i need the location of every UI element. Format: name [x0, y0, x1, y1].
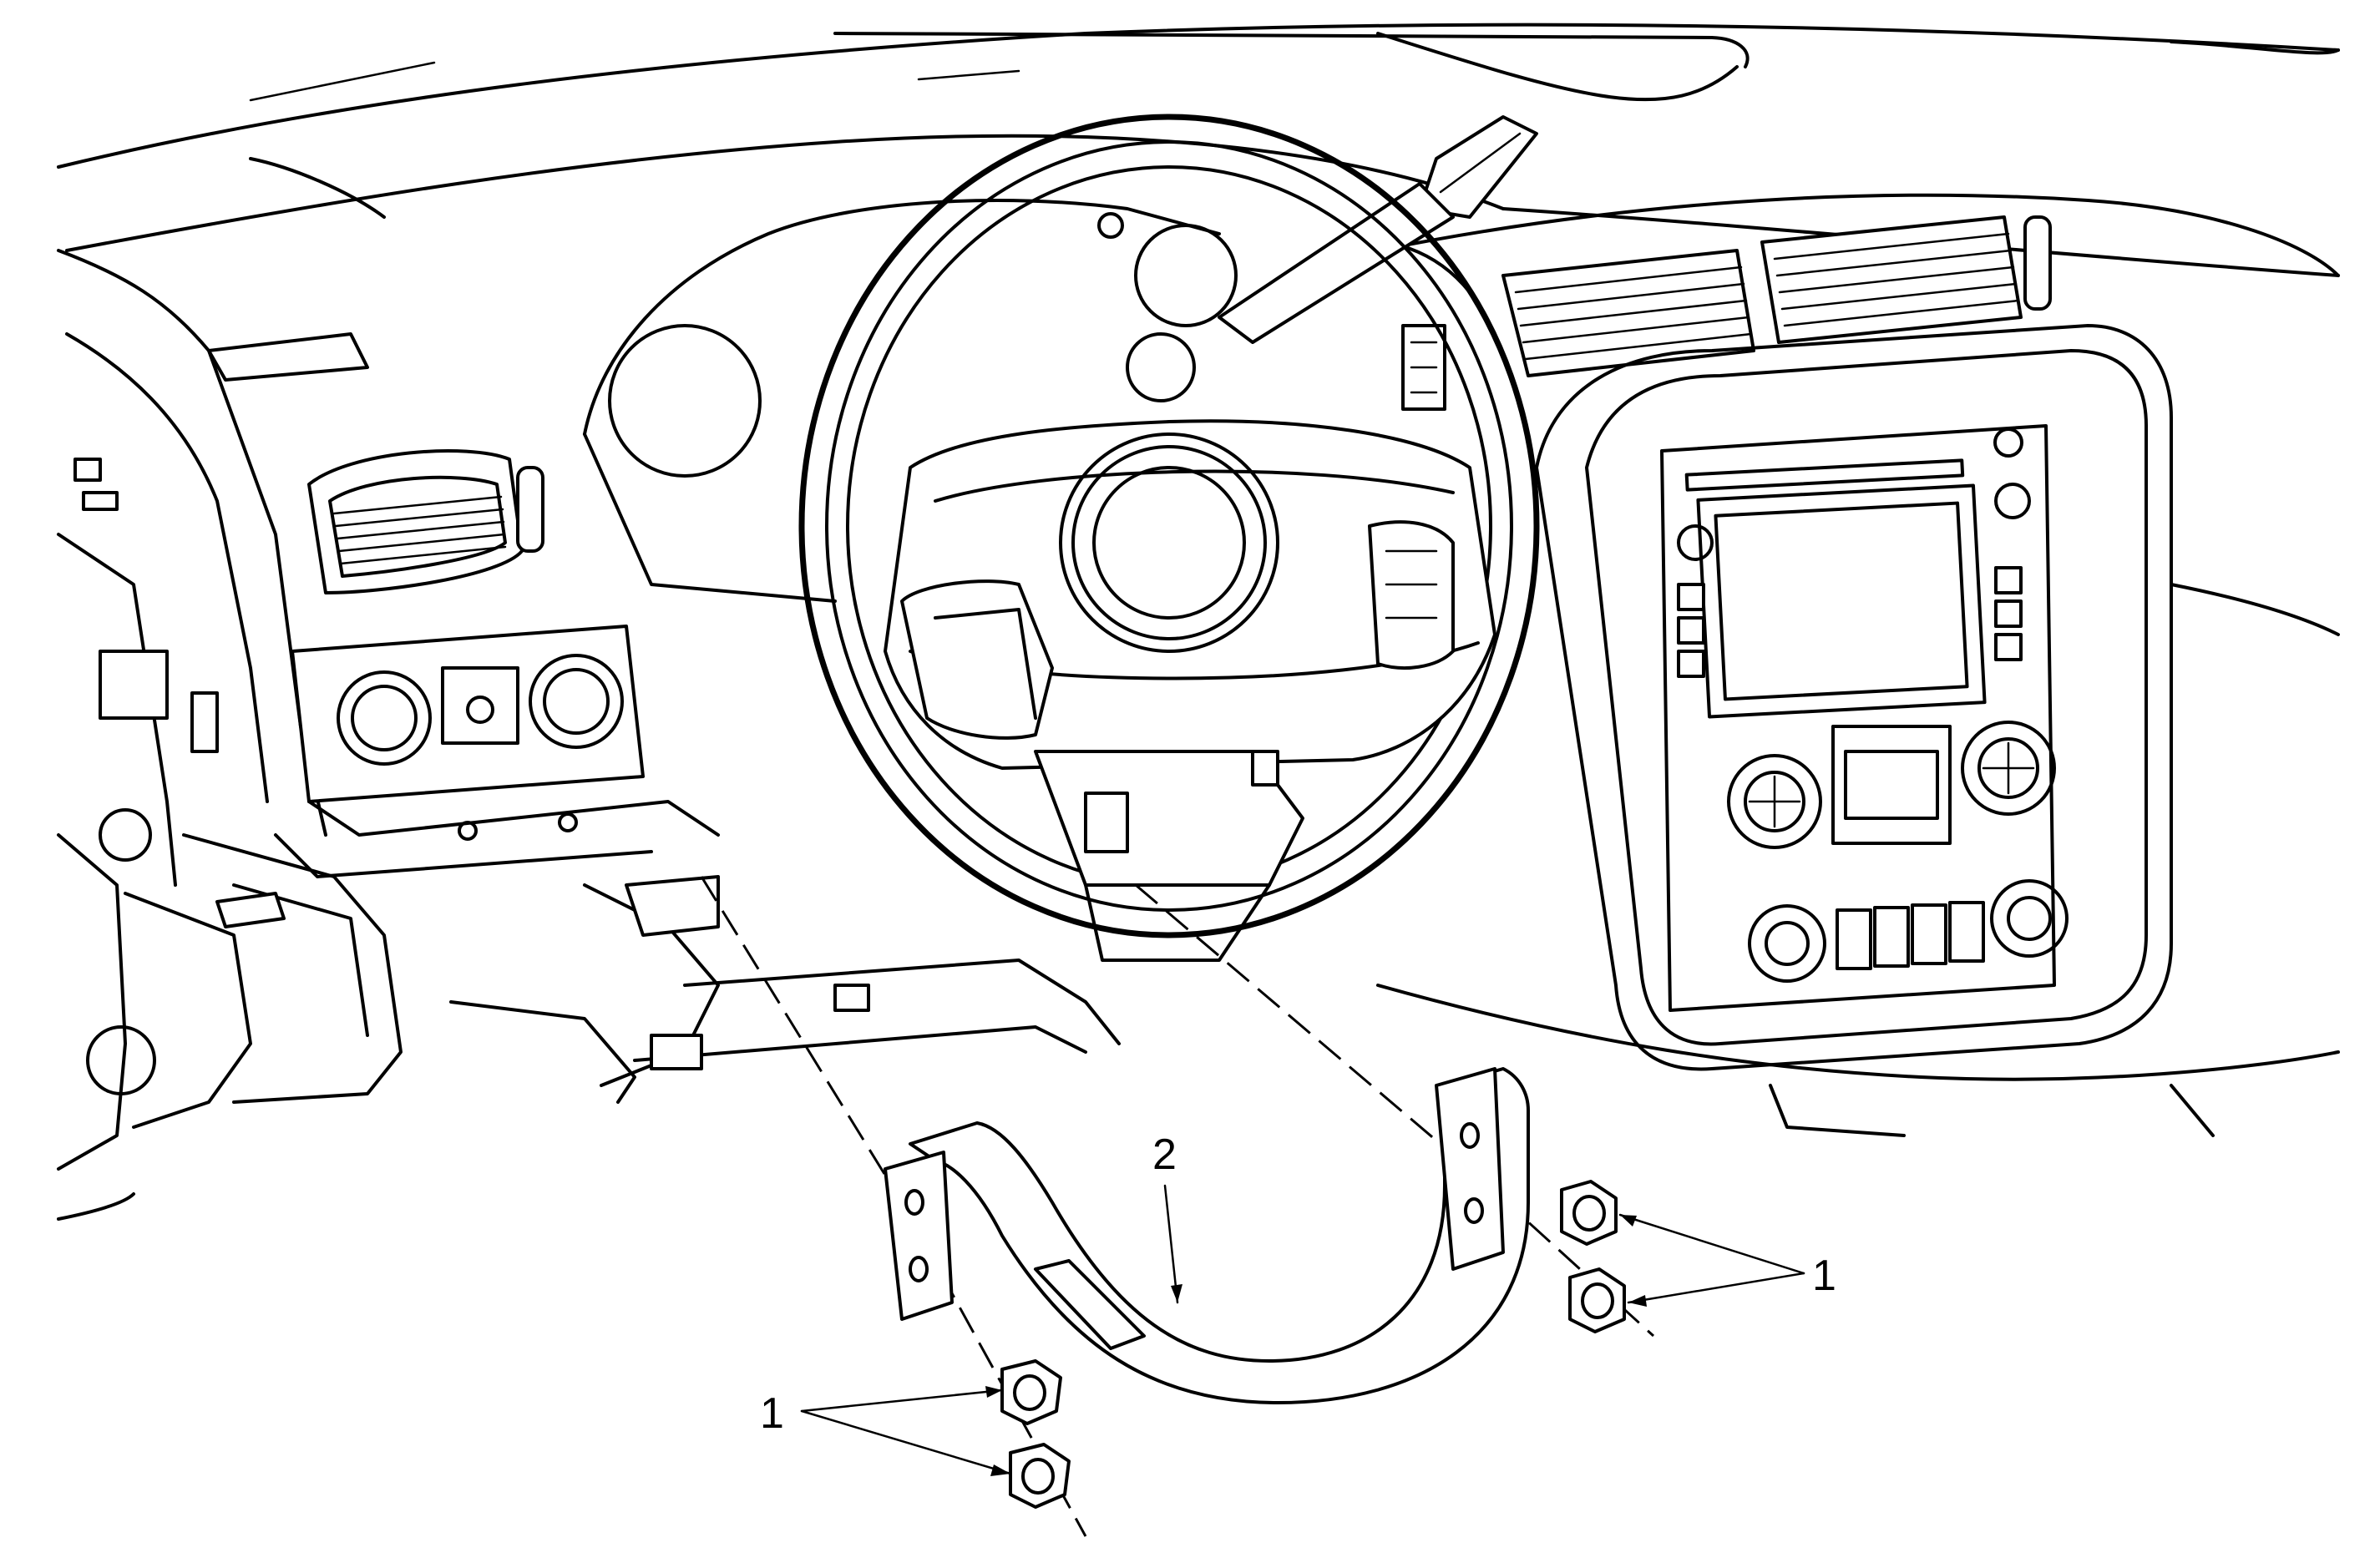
upper-dash-outline	[57, 23, 2340, 277]
knee-bolster	[182, 833, 1121, 1104]
left-switch-panel	[274, 625, 720, 878]
wiper-stalk	[1218, 115, 1538, 344]
right-dash-lower	[1376, 583, 2340, 1137]
left-vent-louvres	[332, 495, 507, 565]
callout-nuts-right: 1	[1812, 1252, 1836, 1300]
center-stack	[1535, 324, 2173, 1071]
nut-right-2	[1568, 1267, 1626, 1333]
nut-lower-left-2	[1009, 1443, 1071, 1509]
left-air-vent	[207, 157, 544, 594]
callout-bracket: 2	[1152, 1131, 1177, 1179]
nut-lower-left-1	[1000, 1359, 1062, 1425]
center-air-vents	[1501, 215, 2052, 377]
callout-nuts-left: 1	[760, 1389, 784, 1438]
left-dash-panel	[57, 249, 327, 1221]
steering-wheel	[798, 114, 1540, 962]
leader-lines	[800, 1184, 1805, 1476]
nut-right-1	[1560, 1180, 1618, 1246]
knee-bolster-bracket	[884, 1067, 1530, 1404]
